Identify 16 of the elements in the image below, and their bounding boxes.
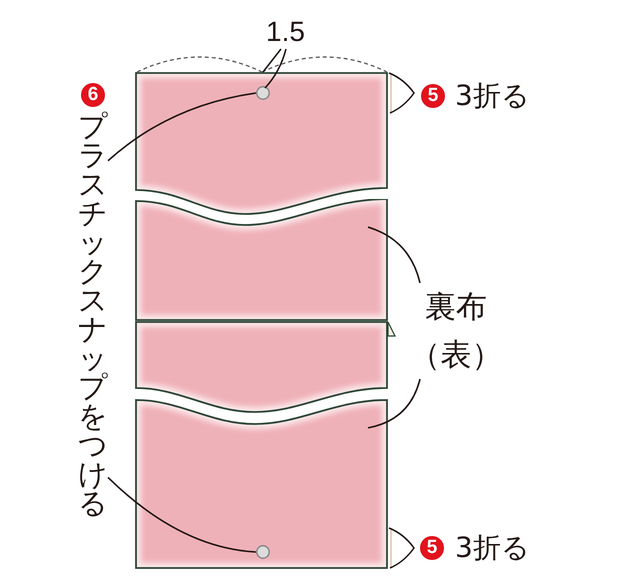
fabric-section	[135, 321, 388, 413]
leader-line	[107, 92, 256, 162]
fabric-section	[135, 399, 388, 569]
leader-line	[107, 476, 256, 553]
leader-line	[368, 378, 421, 429]
step-number: 5	[421, 84, 445, 108]
step-number: 5	[420, 536, 444, 560]
instruction-text: 3折る	[455, 82, 530, 110]
instruction-text: プラスチックスナップをつける	[78, 112, 108, 518]
fabric-section	[135, 72, 388, 215]
dimension-label: 1.5	[266, 18, 305, 46]
step-number: 6	[81, 83, 105, 107]
leader-line	[368, 226, 421, 284]
part-label: 裏布（表）	[406, 283, 506, 379]
instruction-text: 3折る	[455, 534, 530, 562]
fabric-section	[135, 199, 388, 321]
